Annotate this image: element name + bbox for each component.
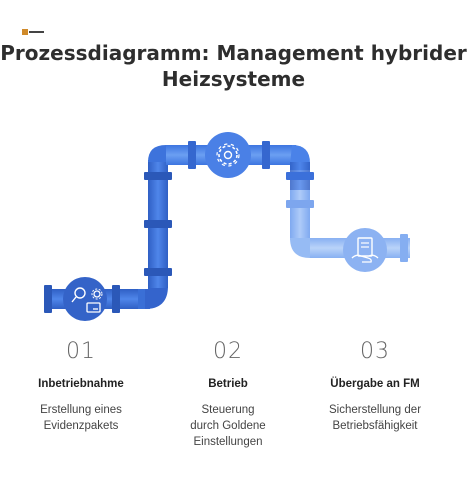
- page-title: Prozessdiagramm: Management hybrider Hei…: [0, 41, 467, 91]
- station-1-icon: [63, 277, 107, 321]
- step-2-number: 02: [213, 339, 243, 364]
- step-1-title: Inbetriebnahme: [38, 378, 124, 390]
- step-2-description: Steuerung durch Goldene Einstellungen: [190, 404, 266, 448]
- step-3-number: 03: [360, 339, 390, 364]
- pipe-segment-1: [44, 145, 172, 313]
- station-3-icon: [343, 228, 387, 272]
- step-2-title: Betrieb: [208, 378, 248, 390]
- step-3-title: Übergabe an FM: [330, 378, 420, 390]
- station-2-icon: [205, 132, 251, 178]
- step-1-number: 01: [66, 339, 96, 364]
- step-1-description: Erstellung eines Evidenzpakets: [40, 404, 122, 432]
- brand-logo: [22, 29, 44, 35]
- step-3-description: Sicherstellung der Betriebsfähigkeit: [328, 404, 422, 432]
